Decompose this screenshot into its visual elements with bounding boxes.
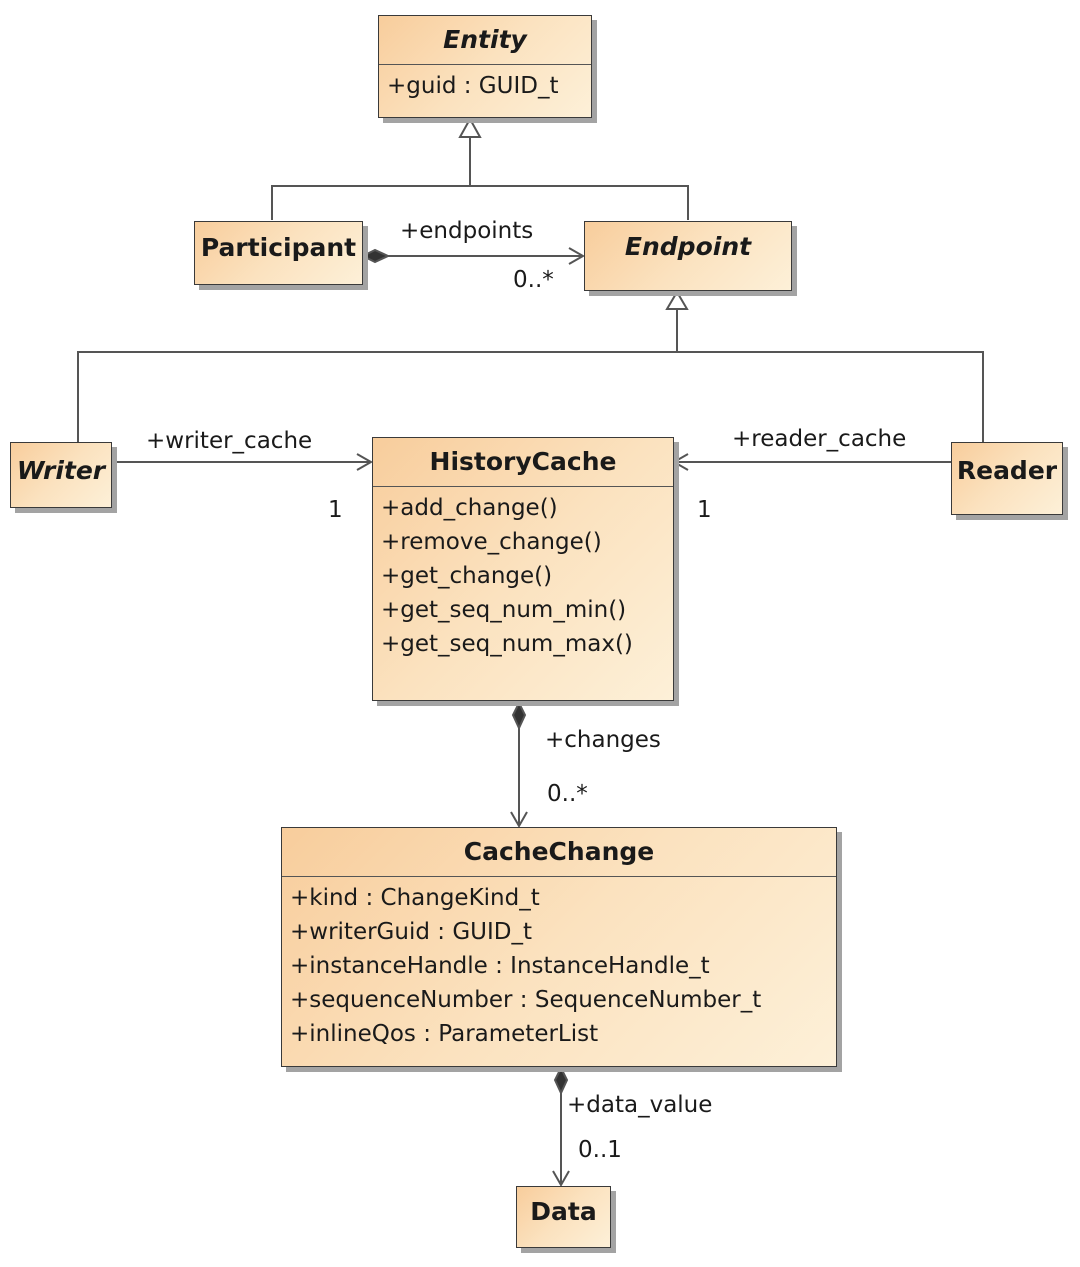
class-endpoint[interactable]: Endpoint	[584, 221, 792, 291]
class-cachechange[interactable]: CacheChange +kind : ChangeKind_t +writer…	[281, 827, 837, 1067]
role-label-changes: +changes	[545, 727, 661, 753]
class-reader[interactable]: Reader	[951, 442, 1063, 515]
class-name-cachechange: CacheChange	[463, 837, 655, 866]
class-name-historycache: HistoryCache	[429, 447, 617, 476]
class-participant[interactable]: Participant	[194, 221, 363, 285]
multiplicity-label-writer-cache: 1	[328, 497, 343, 523]
arrowhead-reader-cache	[671, 453, 689, 471]
role-label-endpoints: +endpoints	[400, 218, 534, 244]
operation-get-seq-num-max: +get_seq_num_max()	[381, 631, 633, 657]
multiplicity-label-changes: 0..*	[547, 781, 588, 807]
operation-add-change: +add_change()	[381, 495, 558, 521]
attribute-instancehandle: +instanceHandle : InstanceHandle_t	[290, 953, 710, 979]
class-data[interactable]: Data	[516, 1186, 611, 1248]
generalization-line-writer-reader	[77, 351, 984, 443]
operation-list-historycache: +add_change() +remove_change() +get_chan…	[373, 487, 673, 669]
class-historycache[interactable]: HistoryCache +add_change() +remove_chang…	[372, 437, 674, 701]
attribute-guid: +guid : GUID_t	[387, 73, 559, 99]
operation-remove-change: +remove_change()	[381, 529, 602, 555]
role-label-writer-cache: +writer_cache	[146, 428, 313, 454]
multiplicity-label-reader-cache: 1	[697, 497, 712, 523]
class-writer[interactable]: Writer	[10, 442, 112, 508]
role-label-data-value: +data_value	[567, 1092, 713, 1118]
class-name-writer: Writer	[16, 456, 106, 485]
arrowhead-data-value	[552, 1170, 570, 1188]
operation-get-change: +get_change()	[381, 563, 553, 589]
attribute-writerguid: +writerGuid : GUID_t	[290, 919, 532, 945]
class-name-participant: Participant	[200, 233, 357, 262]
composition-diamond-historycache	[511, 700, 527, 731]
class-name-entity: Entity	[443, 25, 527, 54]
class-name-reader: Reader	[956, 456, 1058, 485]
attribute-kind: +kind : ChangeKind_t	[290, 885, 540, 911]
multiplicity-label-data-value: 0..1	[578, 1137, 622, 1163]
generalization-arrow-entity	[458, 116, 482, 138]
arrowhead-changes	[510, 811, 528, 829]
attribute-inlineqos: +inlineQos : ParameterList	[290, 1021, 599, 1047]
arrowhead-endpoints	[568, 247, 586, 265]
generalization-arrow-endpoint	[665, 290, 689, 310]
attribute-list-cachechange: +kind : ChangeKind_t +writerGuid : GUID_…	[282, 877, 836, 1059]
composition-diamond-cachechange	[553, 1065, 569, 1096]
composition-diamond-participant	[360, 248, 391, 264]
generalization-line-participant	[271, 185, 689, 220]
role-label-reader-cache: +reader_cache	[732, 426, 907, 452]
class-divider	[379, 64, 591, 65]
class-name-endpoint: Endpoint	[624, 232, 752, 261]
class-divider	[373, 486, 673, 487]
class-entity[interactable]: Entity +guid : GUID_t	[378, 15, 592, 118]
multiplicity-label-endpoints: 0..*	[513, 267, 554, 293]
attribute-sequencenumber: +sequenceNumber : SequenceNumber_t	[290, 987, 762, 1013]
class-name-data: Data	[530, 1197, 597, 1226]
class-divider	[282, 876, 836, 877]
operation-get-seq-num-min: +get_seq_num_min()	[381, 597, 627, 623]
arrowhead-writer-cache	[356, 453, 374, 471]
attribute-list-entity: +guid : GUID_t	[379, 65, 591, 111]
